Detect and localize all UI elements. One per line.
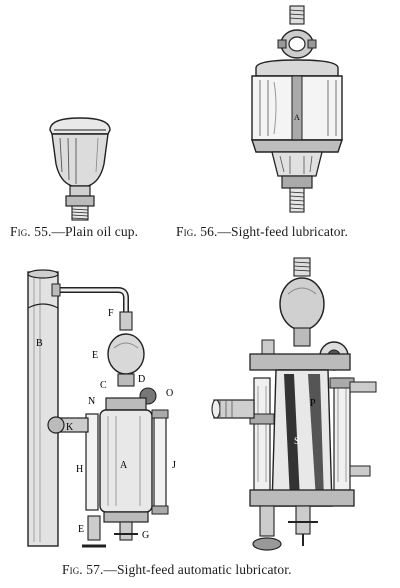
figure-56-caption: Fig. 56.—Sight-feed lubricator. (176, 224, 348, 240)
figure-55-caption-text: —Plain oil cup. (51, 224, 139, 239)
figure-56-abbrev: Fig. (176, 224, 197, 239)
figure-55-abbrev: Fig. (10, 224, 31, 239)
figure-57-label-k: K (66, 422, 74, 433)
figure-57-label-s: S (294, 436, 300, 447)
figure-57-label-o: O (166, 388, 173, 399)
figure-57-label-p: P (310, 398, 316, 409)
figure-55-plain-oil-cup-illustration (40, 112, 120, 224)
figure-57-label-b: B (36, 338, 43, 349)
figure-57-label-e-bottom: E (78, 524, 84, 535)
figure-56-sight-feed-lubricator-illustration: A (238, 4, 358, 218)
figure-57-caption: Fig. 57.—Sight-feed automatic lubricator… (62, 562, 292, 578)
figure-57-label-e-top: E (92, 350, 98, 361)
svg-text:A: A (294, 113, 300, 122)
figure-57-label-h: H (76, 464, 83, 475)
figure-55-number: 55. (34, 224, 52, 239)
figure-57-label-j: J (172, 460, 176, 471)
figure-57-sectional-view-illustration: S P (210, 256, 382, 554)
figure-57-mounted-lubricator-illustration: B F E C D O N A J H K (22, 268, 192, 550)
figure-55-caption: Fig. 55.—Plain oil cup. (10, 224, 138, 240)
figure-57-number: 57. (86, 562, 104, 577)
figure-57-label-d: D (138, 374, 145, 385)
figure-57-label-a: A (120, 460, 128, 471)
figure-57-abbrev: Fig. (62, 562, 83, 577)
figure-57-label-g: G (142, 530, 149, 541)
figure-56-caption-text: —Sight-feed lubricator. (217, 224, 348, 239)
figure-57-label-f: F (108, 308, 114, 319)
figure-56-number: 56. (200, 224, 218, 239)
figure-57-caption-text: —Sight-feed automatic lubricator. (103, 562, 292, 577)
figure-57-label-c: C (100, 380, 107, 391)
figure-57-label-n: N (88, 396, 95, 407)
